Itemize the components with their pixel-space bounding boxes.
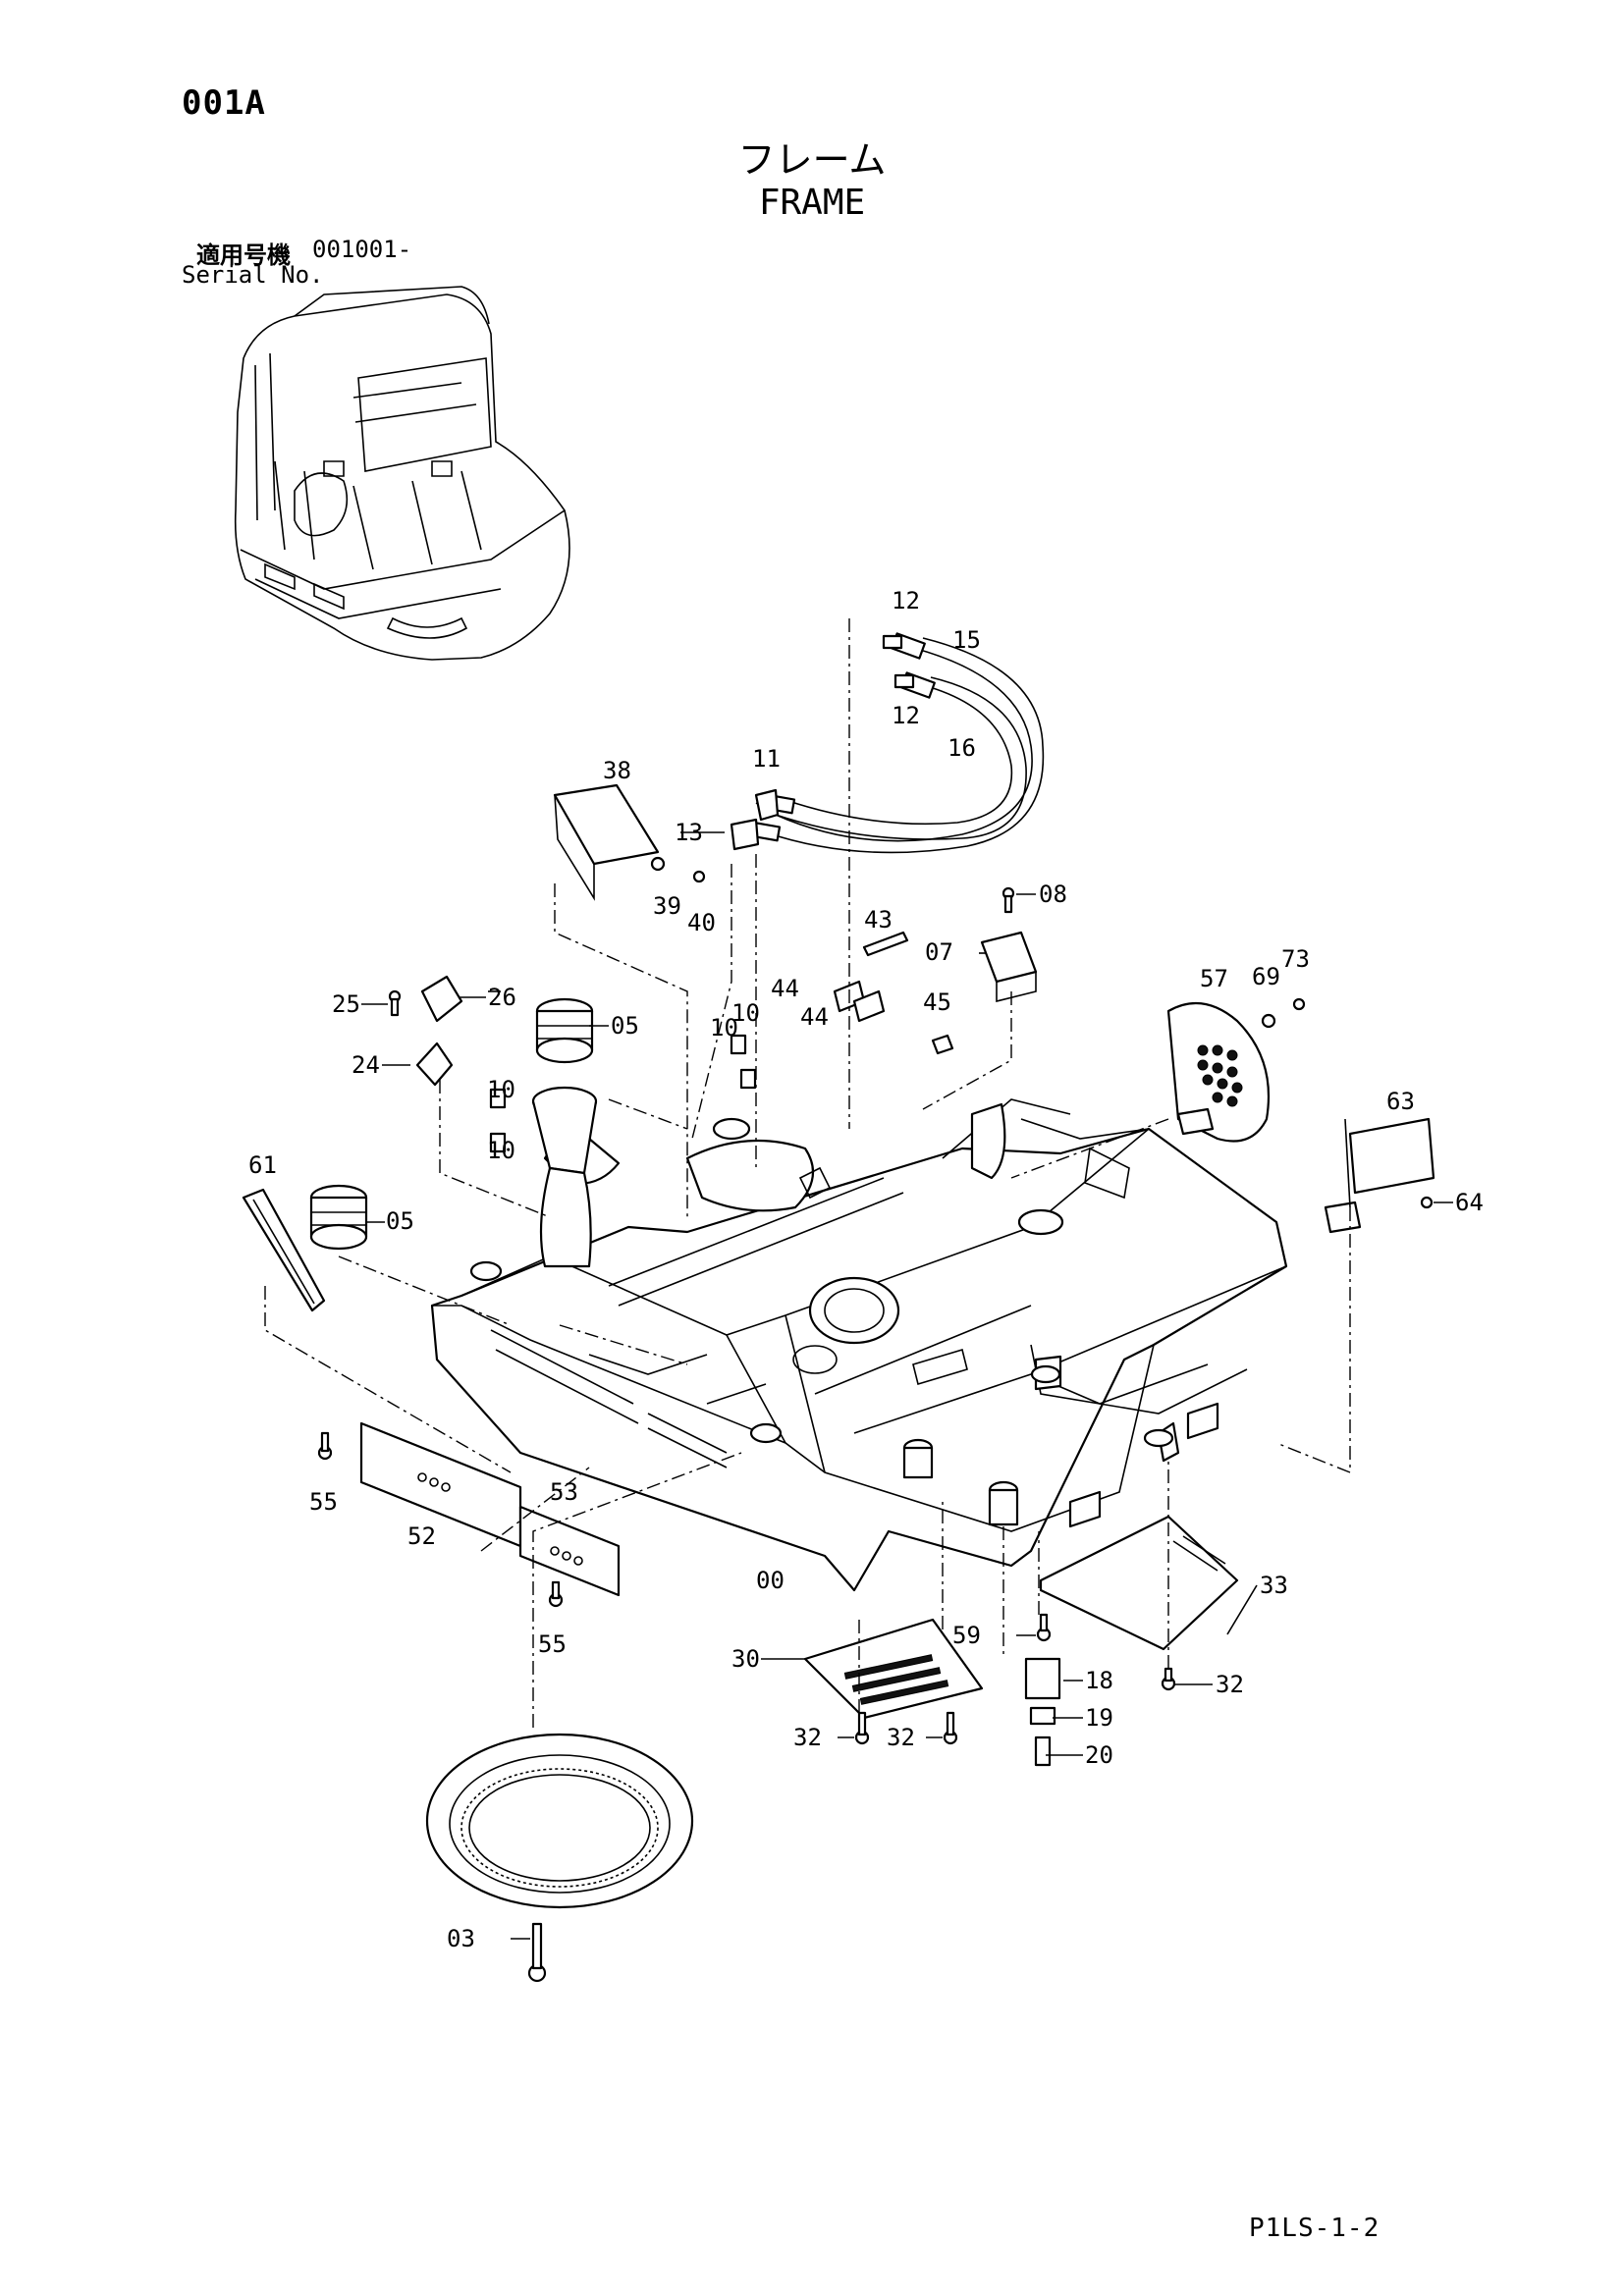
side-cover-53 bbox=[518, 1505, 621, 1597]
part-label-43: 43 bbox=[864, 906, 893, 934]
part-label-19: 19 bbox=[1085, 1704, 1113, 1732]
part-label-07: 07 bbox=[925, 938, 953, 966]
part-label-44: 44 bbox=[771, 975, 799, 1002]
part-label-73: 73 bbox=[1281, 945, 1310, 973]
part-label-64: 64 bbox=[1455, 1189, 1484, 1216]
machine-overview-illustration bbox=[234, 286, 570, 661]
plate-24 bbox=[415, 1041, 454, 1087]
part-label-55: 55 bbox=[309, 1488, 338, 1516]
part-label-20: 20 bbox=[1085, 1741, 1113, 1769]
fittings-11-12-13 bbox=[730, 634, 915, 851]
part-label-10: 10 bbox=[487, 1137, 515, 1164]
serial-label-english: Serial No. bbox=[182, 261, 324, 289]
plate-44 bbox=[833, 980, 886, 1023]
part-label-53: 53 bbox=[550, 1478, 578, 1506]
bracket-07 bbox=[980, 931, 1038, 1003]
plate-45 bbox=[931, 1034, 954, 1055]
part-label-44: 44 bbox=[800, 1003, 829, 1031]
part-label-45: 45 bbox=[923, 988, 951, 1016]
part-label-24: 24 bbox=[352, 1051, 380, 1079]
part-label-16: 16 bbox=[947, 734, 976, 762]
boom-pillar bbox=[531, 1086, 598, 1268]
part-label-13: 13 bbox=[675, 819, 703, 846]
plate-26 bbox=[420, 975, 463, 1023]
part-label-00: 00 bbox=[756, 1567, 785, 1594]
part-label-33: 33 bbox=[1260, 1572, 1288, 1599]
page-code: 001A bbox=[182, 83, 266, 123]
part-label-10: 10 bbox=[487, 1076, 515, 1103]
title-english: FRAME bbox=[758, 183, 866, 223]
serial-value: 001001- bbox=[312, 236, 412, 263]
footer-page-code: P1LS-1-2 bbox=[1249, 2214, 1380, 2243]
part-label-57: 57 bbox=[1200, 965, 1228, 992]
part-label-05: 05 bbox=[386, 1207, 414, 1235]
title-japanese: フレーム bbox=[737, 138, 887, 182]
frame-body bbox=[430, 1098, 1288, 1592]
part-label-18: 18 bbox=[1085, 1667, 1113, 1694]
cushion-05-upper bbox=[535, 997, 594, 1064]
part-label-10: 10 bbox=[710, 1014, 738, 1041]
undercover-33 bbox=[1039, 1515, 1239, 1651]
part-label-03: 03 bbox=[447, 1925, 475, 1952]
cushion-05-lower bbox=[309, 1184, 368, 1251]
part-callouts: 00 03 05 05 07 08 10 10 10 10 11 12 12 1… bbox=[248, 587, 1484, 1952]
undercover-30 bbox=[803, 1618, 984, 1720]
part-label-26: 26 bbox=[488, 984, 516, 1011]
cover-63 bbox=[1324, 1117, 1435, 1234]
cover-57 bbox=[1166, 1001, 1271, 1143]
part-label-32: 32 bbox=[793, 1724, 822, 1751]
part-label-63: 63 bbox=[1386, 1088, 1415, 1115]
part-label-61: 61 bbox=[248, 1151, 277, 1179]
serial-label-japanese: 適用号機 bbox=[196, 241, 291, 269]
part-label-38: 38 bbox=[603, 757, 631, 784]
part-label-15: 15 bbox=[952, 626, 981, 654]
part-label-12: 12 bbox=[892, 702, 920, 729]
swing-bearing bbox=[425, 1733, 694, 1909]
panel-61 bbox=[242, 1188, 326, 1312]
part-label-52: 52 bbox=[407, 1522, 436, 1550]
assembly-lines bbox=[264, 618, 1351, 1728]
part-label-25: 25 bbox=[332, 990, 360, 1018]
side-cover-52 bbox=[359, 1421, 522, 1548]
part-label-40: 40 bbox=[687, 909, 716, 936]
part-label-32: 32 bbox=[887, 1724, 915, 1751]
part-label-32: 32 bbox=[1216, 1671, 1244, 1698]
leader-lines bbox=[361, 831, 1453, 1940]
part-label-10: 10 bbox=[731, 999, 760, 1027]
part-label-12: 12 bbox=[892, 587, 920, 614]
hoses-15-16 bbox=[748, 632, 1045, 854]
part-label-59: 59 bbox=[952, 1622, 981, 1649]
part-label-30: 30 bbox=[731, 1645, 760, 1673]
part-label-08: 08 bbox=[1039, 881, 1067, 908]
part-label-05: 05 bbox=[611, 1012, 639, 1040]
part-label-69: 69 bbox=[1252, 963, 1280, 990]
cover-38 bbox=[553, 783, 660, 901]
hardware bbox=[317, 856, 1434, 1983]
part-label-55: 55 bbox=[538, 1630, 567, 1658]
part-label-11: 11 bbox=[752, 745, 781, 773]
part-label-39: 39 bbox=[653, 892, 681, 920]
plate-43 bbox=[862, 931, 909, 957]
